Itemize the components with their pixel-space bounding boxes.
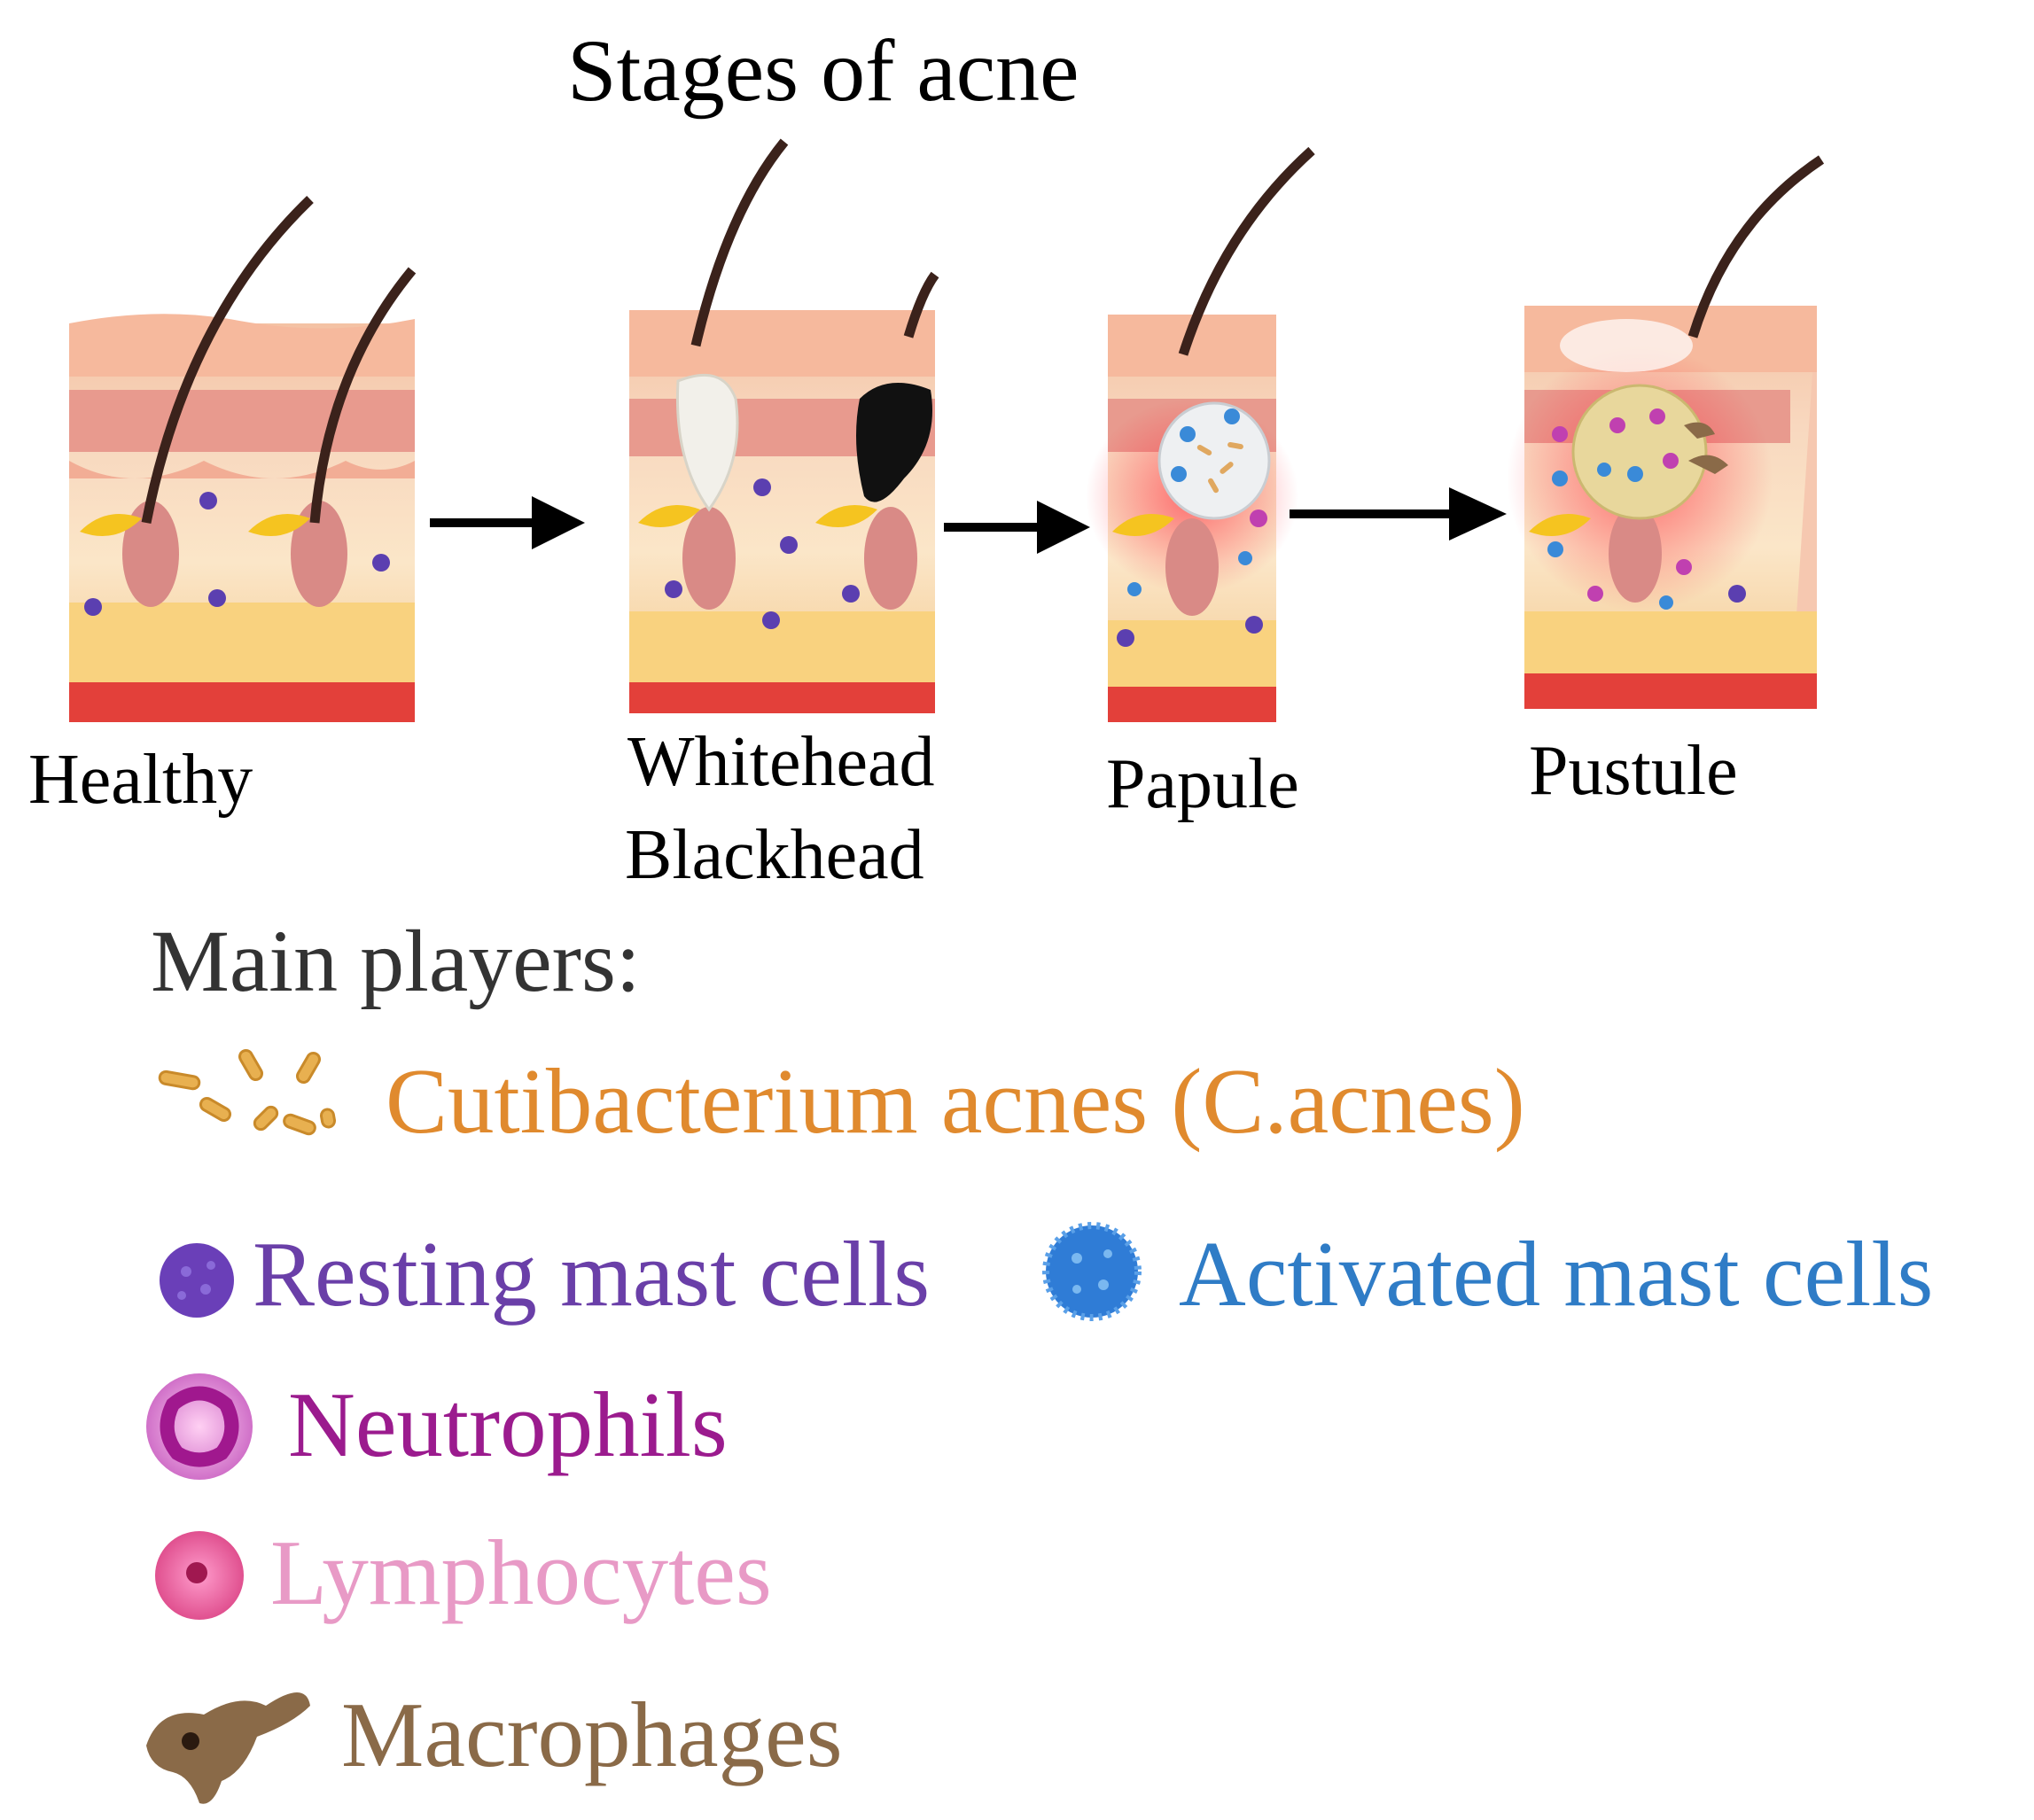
stage-label-pustule: Pustule: [1529, 732, 1738, 810]
whitehead-blackhead-skin-illustration: [629, 138, 939, 713]
legend-label-activated-mast-cells: Activated mast cells: [1179, 1222, 1934, 1326]
legend-label-resting-mast-cells: Resting mast cells: [253, 1222, 931, 1326]
resting-mast-cell-icon: [160, 1243, 234, 1318]
legend-heading: Main players:: [151, 912, 641, 1010]
stage-label-blackhead: Blackhead: [625, 816, 924, 894]
arrow-icon: [1290, 487, 1507, 541]
legend-label-macrophages: Macrophages: [341, 1683, 843, 1786]
lymphocyte-icon: [155, 1531, 244, 1620]
legend-label-neutrophils: Neutrophils: [288, 1373, 728, 1476]
legend-label-lymphocytes: Lymphocytes: [270, 1521, 772, 1624]
macrophage-icon: [146, 1692, 310, 1804]
stage-label-healthy: Healthy: [28, 741, 253, 819]
neutrophil-icon: [146, 1373, 253, 1480]
pustule-skin-illustration: [1507, 155, 1825, 709]
healthy-skin-illustration: [69, 196, 417, 722]
activated-mast-cell-icon: [1042, 1222, 1142, 1321]
papule-skin-illustration: [1086, 146, 1315, 722]
legend-label-cacnes: Cutibacterium acnes (C.acnes): [386, 1049, 1525, 1153]
arrow-icon: [944, 501, 1090, 554]
bacteria-icon: [158, 1048, 337, 1136]
diagram-title: Stages of acne: [567, 21, 1079, 120]
stage-label-papule: Papule: [1106, 745, 1299, 823]
arrow-icon: [430, 496, 585, 549]
stage-label-whitehead: Whitehead: [627, 723, 935, 801]
